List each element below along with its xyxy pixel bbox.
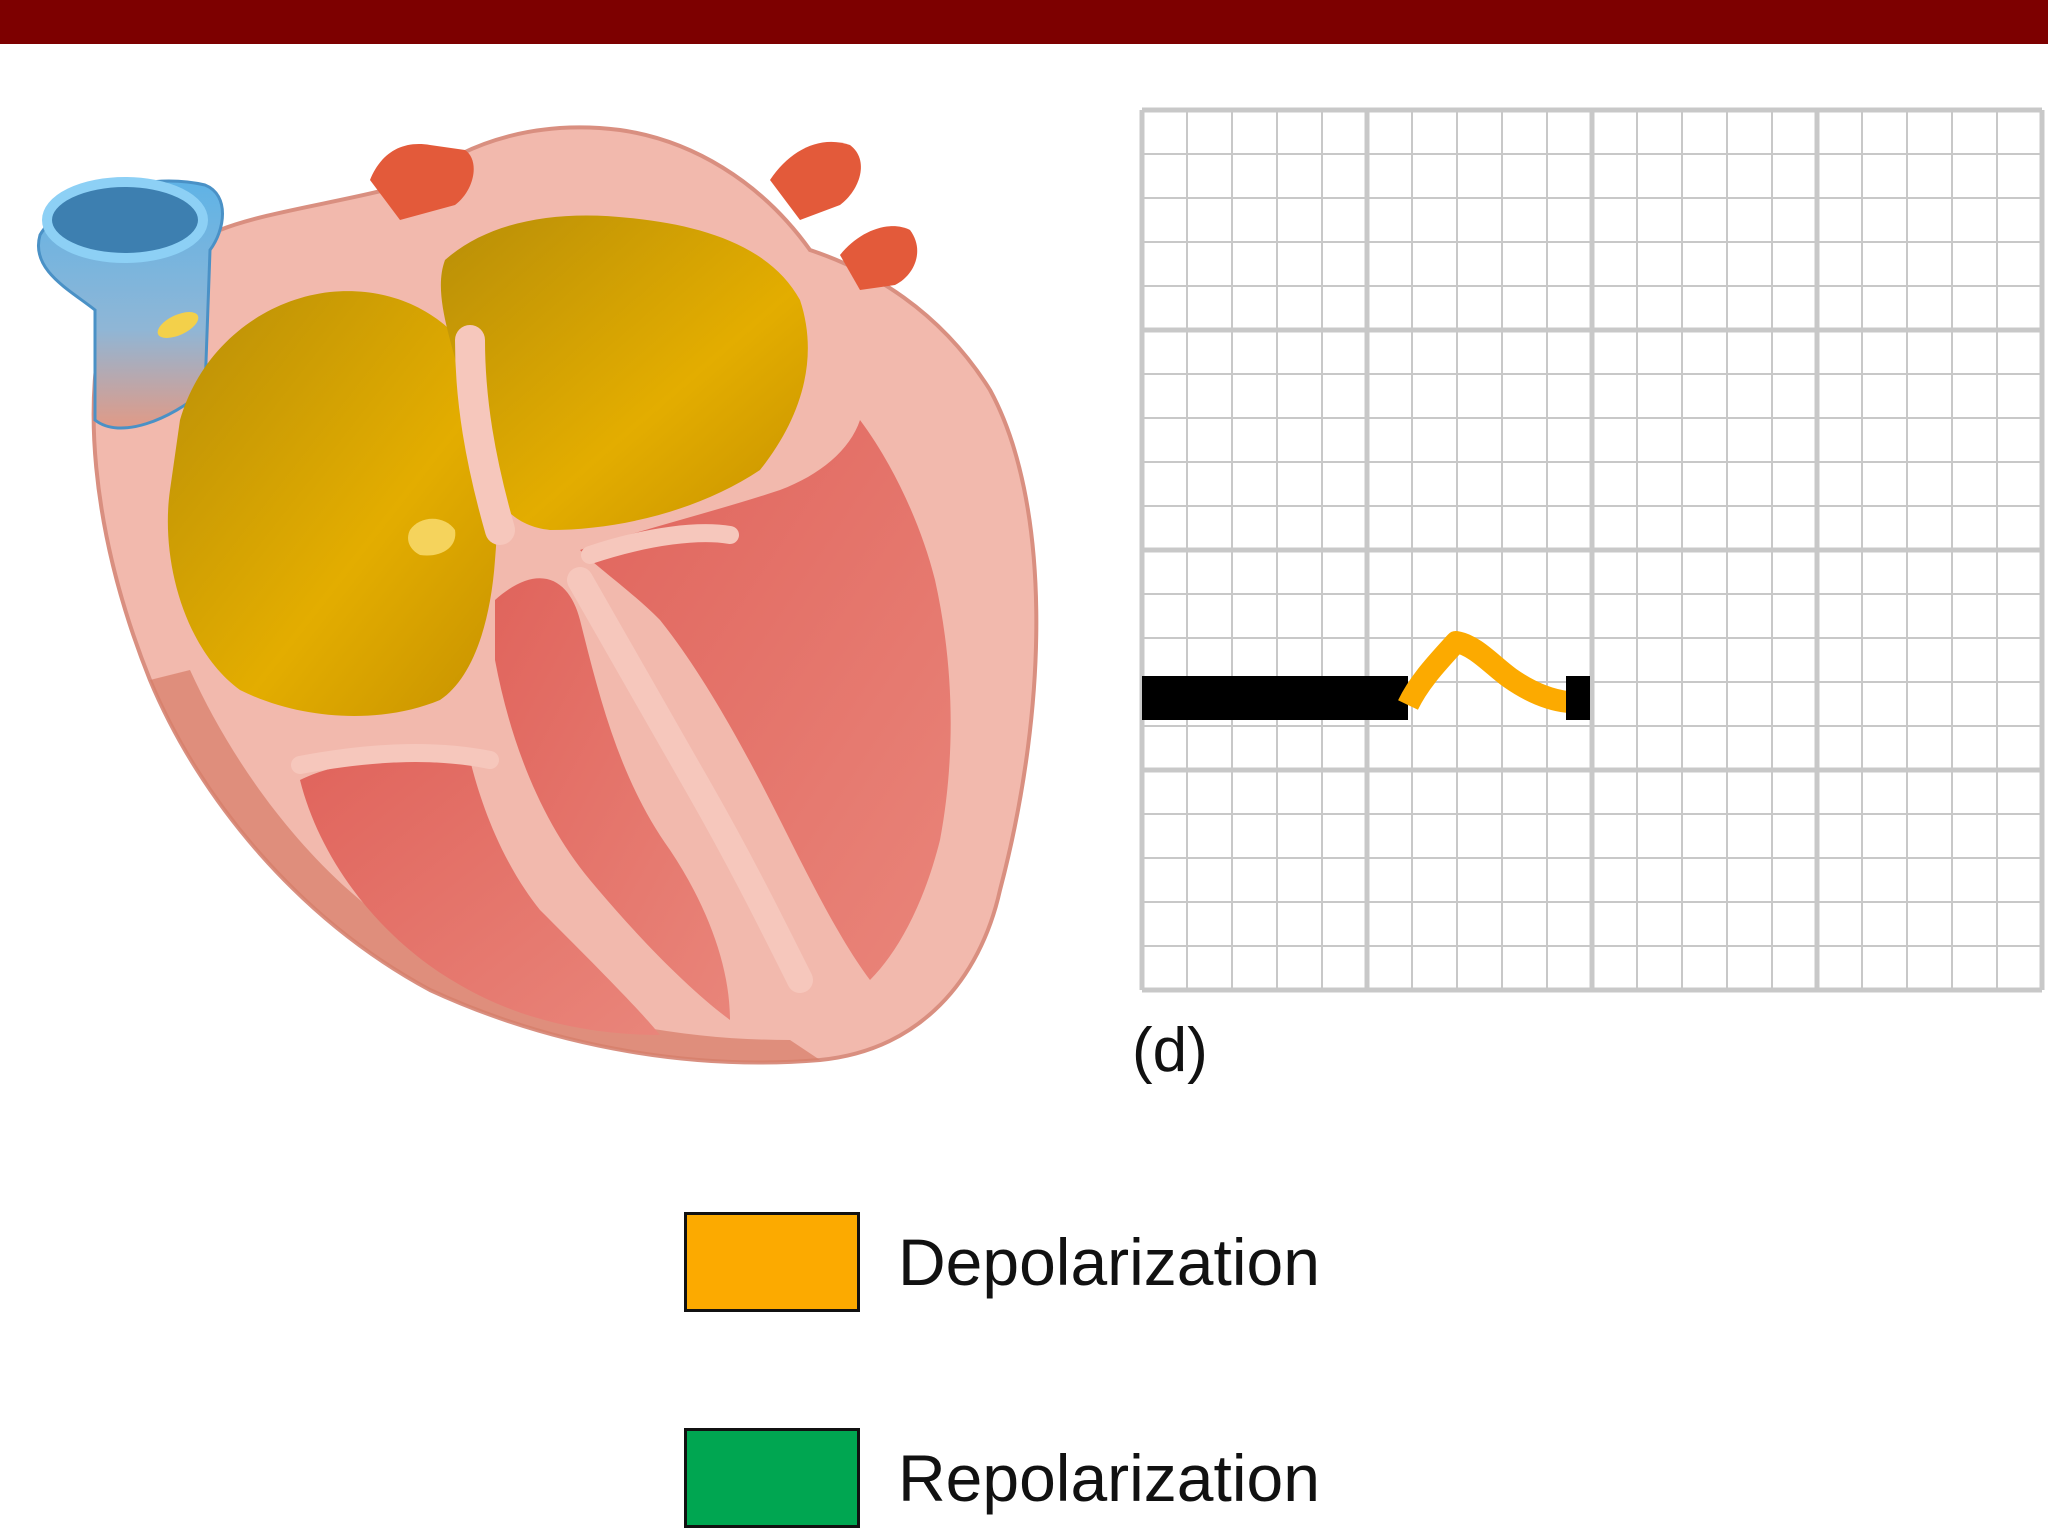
- right-atrium: [167, 291, 498, 717]
- right-ventricle: [300, 756, 660, 1035]
- legend-label-depolarization: Depolarization: [898, 1225, 1320, 1299]
- sa-node: [157, 312, 199, 338]
- heart-cross-section-illustration: [36, 125, 1039, 1065]
- ecg-grid-lines: [1139, 107, 2045, 993]
- legend-item-repolarization: Repolarization: [684, 1426, 1320, 1530]
- ecg-trace: [1142, 631, 1590, 720]
- pulmonary-artery-1: [770, 141, 861, 220]
- ecg-grid-panel: [1139, 107, 2045, 993]
- av-node: [408, 518, 456, 556]
- depolarization-swatch: [684, 1212, 860, 1312]
- aorta-branch: [370, 144, 474, 220]
- top-title-bar: [0, 0, 2048, 44]
- left-ventricle: [580, 420, 951, 980]
- p-wave-depolarization: [1398, 631, 1570, 713]
- pulmonary-artery-2: [840, 226, 918, 290]
- legend-item-depolarization: Depolarization: [684, 1210, 1320, 1314]
- legend-label-repolarization: Repolarization: [898, 1441, 1320, 1515]
- panel-label: (d): [1132, 1016, 1208, 1085]
- legend: Depolarization Repolarization: [684, 1210, 1384, 1530]
- repolarization-swatch: [684, 1428, 860, 1528]
- left-atrium: [440, 215, 808, 530]
- vena-cava-opening: [42, 177, 208, 263]
